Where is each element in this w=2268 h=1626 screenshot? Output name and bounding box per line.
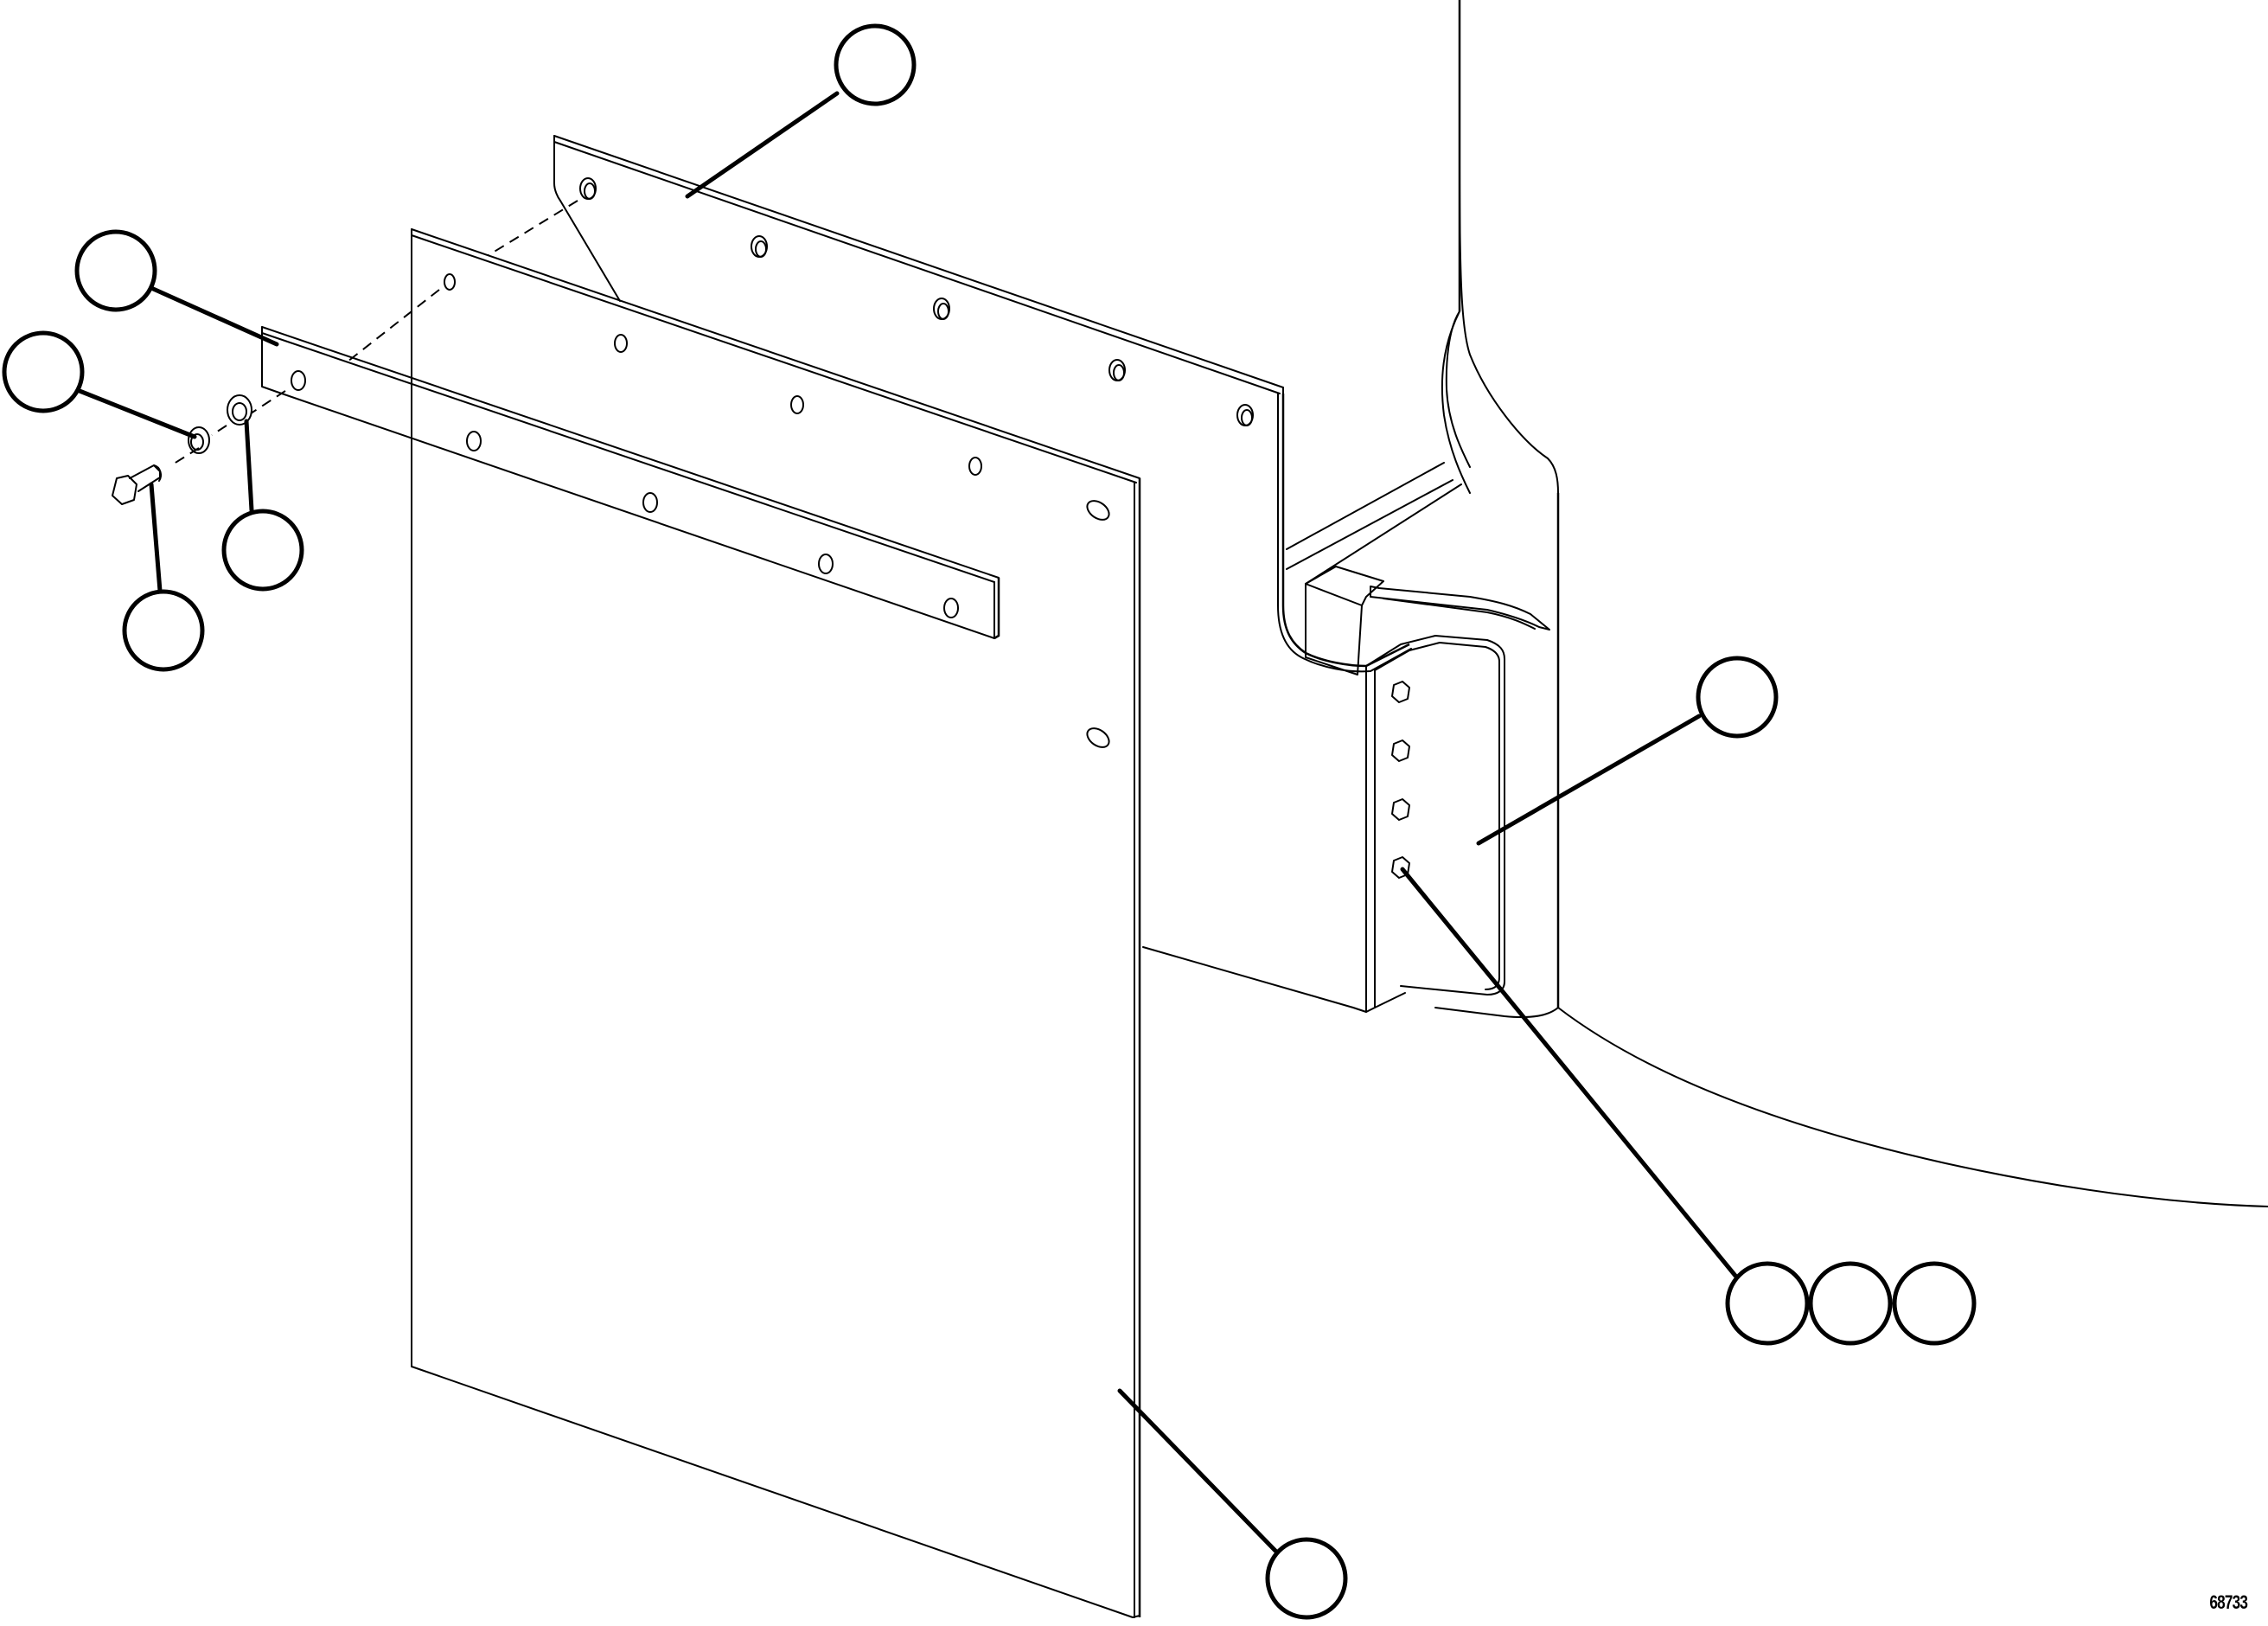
callout-top[interactable] (834, 23, 917, 106)
mud-flap (411, 228, 1141, 1618)
clamp-strip-holes (291, 370, 959, 618)
flat-washer (227, 394, 252, 426)
callout-bolt[interactable] (122, 589, 205, 672)
callout-left-upper[interactable] (74, 229, 157, 312)
fender-body (1142, 0, 2268, 1207)
clamp-strip (261, 326, 1000, 640)
backing-plate (553, 135, 1412, 673)
callout-washer[interactable] (221, 509, 304, 592)
mounting-bracket (1365, 635, 1505, 1013)
bracket-housing (1286, 462, 1550, 675)
callout-hardware-2[interactable] (1808, 1261, 1893, 1346)
callout-bubbles (2, 23, 1977, 1620)
lock-washer (188, 426, 210, 454)
hex-bolt (112, 464, 162, 505)
callout-hardware-1[interactable] (1725, 1261, 1810, 1346)
callout-bracket[interactable] (1696, 656, 1779, 739)
leader-lines (77, 91, 1738, 1553)
figure-number: 68733 (2209, 1591, 2248, 1613)
bracket-bolts (1391, 681, 1410, 879)
callout-hardware-3[interactable] (1892, 1261, 1977, 1346)
callout-left-mid[interactable] (2, 330, 85, 413)
mud-flap-holes (444, 273, 1110, 748)
backing-plate-holes (579, 177, 1254, 426)
callout-flap[interactable] (1265, 1537, 1348, 1620)
